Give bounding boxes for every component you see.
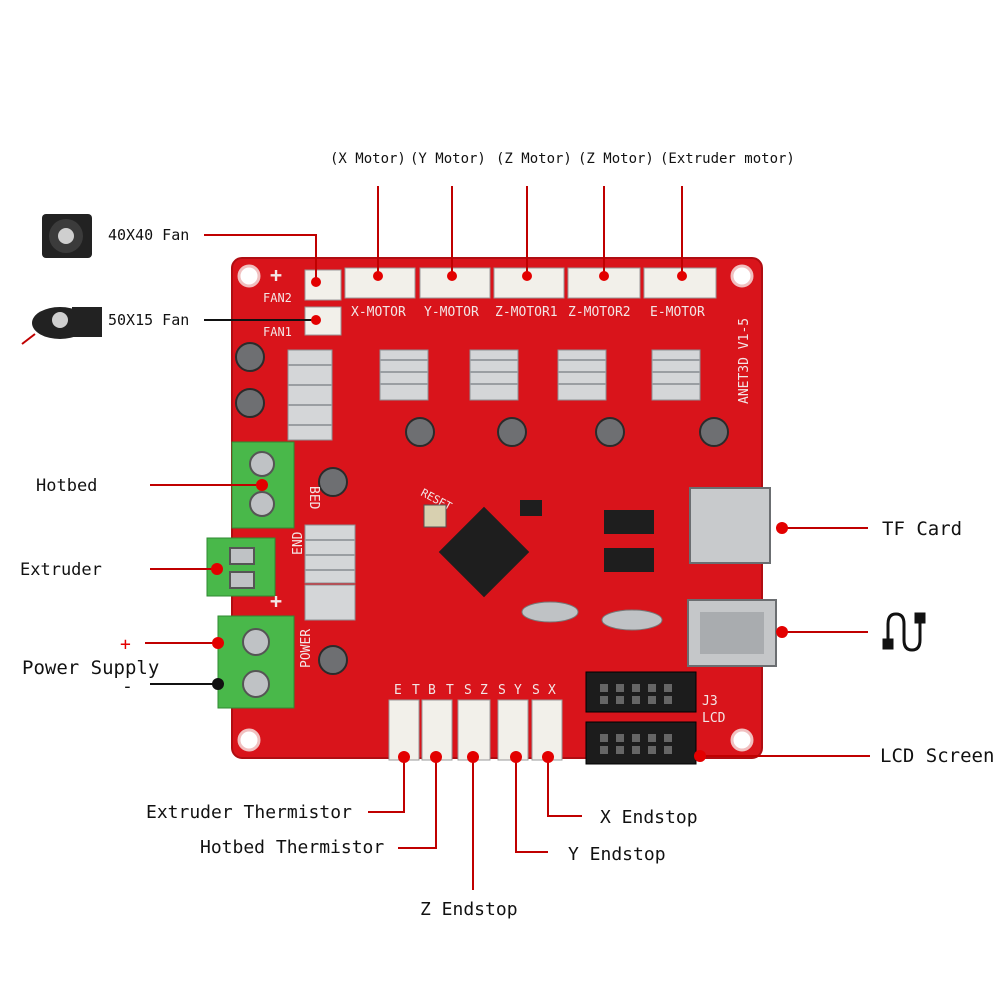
- silk-e-motor: E-MOTOR: [650, 305, 705, 320]
- label-hotbed-thermistor: Hotbed Thermistor: [200, 837, 384, 858]
- reset-button: [423, 504, 447, 528]
- silk-endstop-letter-5: Z: [480, 683, 488, 698]
- heatsink-fins: [288, 359, 700, 571]
- tf-card-slot: [689, 487, 771, 564]
- silk-plus-power: +: [270, 589, 282, 613]
- label-extruder: Extruder: [20, 560, 102, 580]
- anet-controller-board: + FAN2 FAN1 X-MOTOR Y-MOTOR Z-MOTOR1 Z-M…: [206, 257, 777, 765]
- label-lcd-screen: LCD Screen: [880, 745, 994, 767]
- ic-chips: [520, 500, 654, 572]
- silk-endstop-letter-6: S: [498, 683, 506, 698]
- label-z-endstop: Z Endstop: [420, 899, 518, 920]
- silk-end: END: [291, 531, 306, 555]
- silk-plus-top: +: [270, 263, 282, 287]
- crystal-oscillator: [521, 601, 579, 623]
- fan2-connector: [304, 269, 342, 301]
- silk-power: POWER: [299, 629, 314, 668]
- label-hotbed: Hotbed: [36, 476, 97, 496]
- silk-z-motor2: Z-MOTOR2: [568, 305, 631, 320]
- silk-endstop-letter-9: X: [548, 683, 556, 698]
- mounting-holes: [237, 264, 754, 752]
- leader-lines: [145, 186, 870, 890]
- silk-fan2: FAN2: [263, 291, 292, 305]
- label-power-plus: +: [120, 634, 131, 655]
- marker-dots: [211, 271, 788, 763]
- lcd-header-pins: [600, 684, 672, 754]
- label-extruder-motor: (Extruder motor): [660, 151, 795, 167]
- silk-z-motor1: Z-MOTOR1: [495, 305, 558, 320]
- silk-endstop-letter-8: S: [532, 683, 540, 698]
- silk-x-motor: X-MOTOR: [351, 305, 406, 320]
- silk-y-motor: Y-MOTOR: [424, 305, 479, 320]
- label-power-minus: -: [122, 676, 133, 697]
- silk-fan1: FAN1: [263, 325, 292, 339]
- capacitors: [235, 342, 729, 675]
- silk-endstop-letter-2: B: [428, 683, 436, 698]
- label-z-motor-1: (Z Motor): [496, 151, 572, 167]
- label-power-supply: Power Supply: [22, 657, 159, 679]
- silk-model: ANET3D V1-5: [737, 318, 752, 404]
- terminal-screws: [229, 451, 275, 698]
- callout-labels: (X Motor) (Y Motor) (Z Motor) (Z Motor) …: [20, 151, 994, 920]
- usb-cable-icon: [882, 612, 926, 652]
- label-z-motor-2: (Z Motor): [578, 151, 654, 167]
- label-extruder-thermistor: Extruder Thermistor: [146, 802, 352, 823]
- silk-endstop-letter-4: S: [464, 683, 472, 698]
- label-fan-40x40: 40X40 Fan: [108, 226, 189, 244]
- fan-40x40-image: [42, 214, 92, 258]
- lcd-header-bottom: [585, 721, 697, 765]
- crystal-oscillator-2: [601, 609, 663, 631]
- silk-endstop-letter-1: T: [412, 683, 420, 698]
- label-fan-50x15: 50X15 Fan: [108, 311, 189, 329]
- label-x-motor: (X Motor): [330, 151, 406, 167]
- silk-bed: BED: [306, 486, 321, 510]
- silk-endstop-letter-0: E: [394, 683, 402, 698]
- silk-lcd: LCD: [702, 711, 726, 726]
- endstop-connectors: [388, 699, 563, 761]
- silk-endstop-letter-7: Y: [514, 683, 522, 698]
- label-y-motor: (Y Motor): [410, 151, 486, 167]
- fan-50x15-image: [21, 307, 102, 345]
- label-tf-card: TF Card: [882, 518, 962, 540]
- mcu-chip: [438, 506, 530, 598]
- silk-j3: J3: [702, 694, 718, 709]
- silk-endstop-letter-3: T: [446, 683, 454, 698]
- label-x-endstop: X Endstop: [600, 807, 698, 828]
- usb-port-inner: [700, 612, 764, 654]
- label-y-endstop: Y Endstop: [568, 844, 666, 865]
